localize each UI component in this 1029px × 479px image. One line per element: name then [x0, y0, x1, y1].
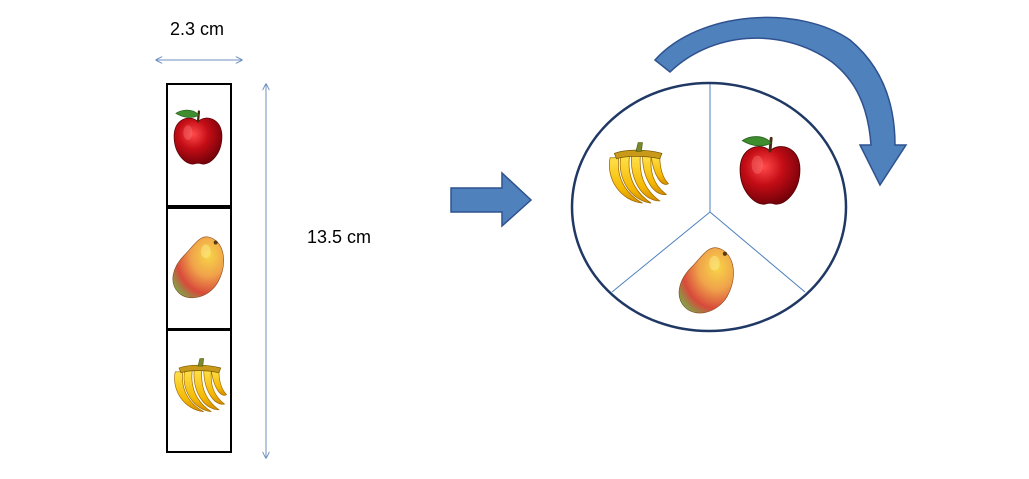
wheel-divider-right: [709, 211, 806, 293]
right-arrow-icon: [450, 171, 533, 228]
height-label: 13.5 cm: [307, 227, 371, 247]
wheel-divider-left: [611, 211, 711, 293]
width-label: 2.3 cm: [170, 19, 224, 39]
fruit-wheel: [570, 81, 848, 333]
fruit-strip: [166, 83, 232, 453]
rotation-arrow-icon: [653, 16, 908, 187]
